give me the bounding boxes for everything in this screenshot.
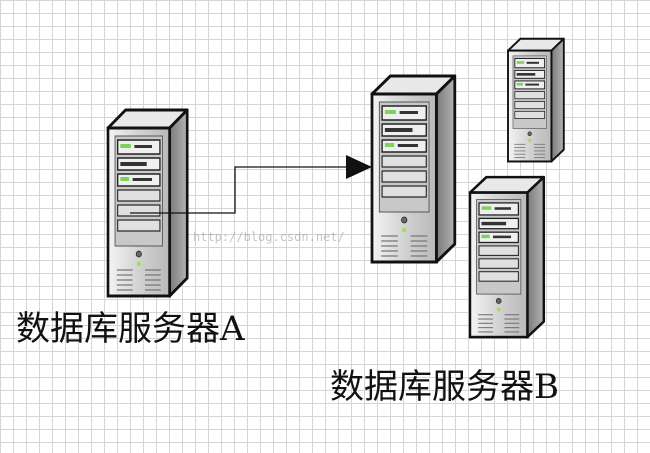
server-b-icon bbox=[370, 74, 457, 264]
watermark-text: http://blog.csdn.net/ bbox=[193, 230, 345, 244]
server-a-icon bbox=[106, 108, 189, 298]
server-b-label: 数据库服务器B bbox=[330, 367, 559, 407]
replication-arrow bbox=[130, 155, 372, 214]
server-replica-top-icon bbox=[507, 37, 565, 163]
server-replica-bottom-icon bbox=[468, 175, 546, 339]
server-a-label: 数据库服务器A bbox=[16, 309, 245, 349]
